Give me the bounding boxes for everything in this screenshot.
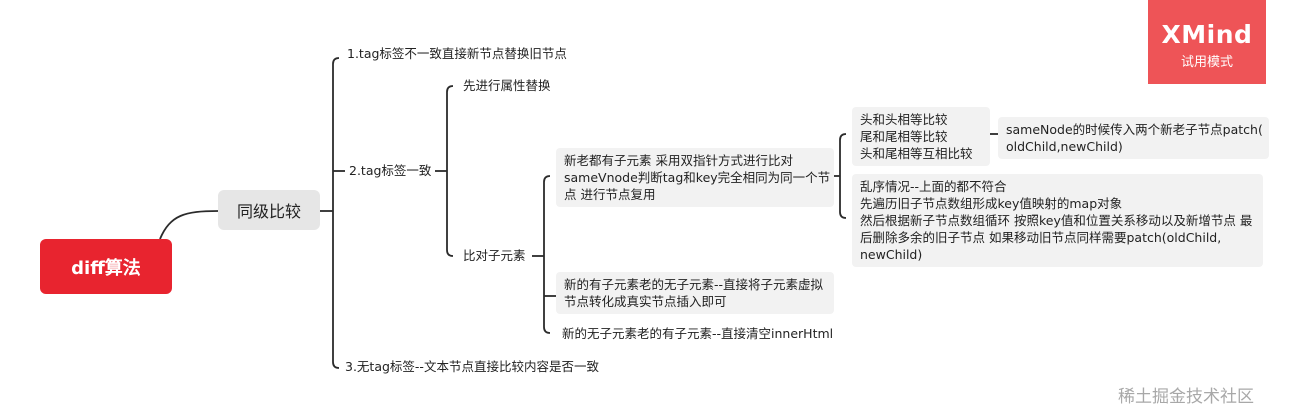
- root-label: diff算法: [71, 257, 141, 279]
- unordered-line-2: 先遍历旧子节点数组形成key值映射的map对象: [860, 196, 1123, 211]
- branch-no-tag[interactable]: 3.无tag标签--文本节点直接比较内容是否一致: [345, 358, 599, 375]
- both-line-3: 点 进行节点复用: [564, 187, 656, 202]
- connector-trunk: [332, 57, 340, 369]
- branch-tag-different-label: 1.tag标签不一致直接新节点替换旧节点: [347, 46, 567, 61]
- new-only-line-1: 新的有子元素老的无子元素--直接将子元素虚拟: [564, 277, 824, 292]
- level1-label: 同级比较: [236, 202, 301, 221]
- head-tail-compare-node[interactable]: 头和头相等比较 尾和尾相等比较 头和尾相等互相比较: [852, 107, 990, 166]
- watermark: 稀土掘金技术社区: [1118, 387, 1254, 407]
- both-have-children-node[interactable]: 新老都有子元素 采用双指针方式进行比对 sameVnode判断tag和key完全…: [556, 148, 834, 207]
- unordered-line-3: 然后根据新子节点数组循环 按照key值和位置关系移动以及新增节点 最: [860, 213, 1253, 228]
- unordered-case-node[interactable]: 乱序情况--上面的都不符合 先遍历旧子节点数组形成key值映射的map对象 然后…: [852, 174, 1263, 267]
- connector-children-trunk: [543, 175, 551, 334]
- same-node-line-2: oldChild,newChild): [1006, 139, 1123, 154]
- both-line-2: sameVnode判断tag和key完全相同为同一个节: [564, 170, 831, 185]
- branch-no-tag-label: 3.无tag标签--文本节点直接比较内容是否一致: [345, 359, 599, 374]
- old-only-children-node[interactable]: 新的无子元素老的有子元素--直接清空innerHtml: [562, 325, 833, 342]
- both-line-1: 新老都有子元素 采用双指针方式进行比对: [564, 153, 793, 168]
- compare-children-node[interactable]: 比对子元素: [463, 247, 526, 264]
- unordered-line-1: 乱序情况--上面的都不符合: [860, 179, 1007, 194]
- head-tail-line-1: 头和头相等比较: [860, 112, 948, 127]
- attr-replace-node[interactable]: 先进行属性替换: [463, 77, 551, 94]
- connector-root-to-level1: [159, 210, 219, 240]
- same-node-line-1: sameNode的时候传入两个新老子节点patch(: [1006, 122, 1263, 137]
- xmind-logo-text: XMind: [1161, 20, 1253, 49]
- connector-double-trunk: [839, 133, 847, 219]
- head-tail-line-3: 头和尾相等互相比较: [860, 146, 973, 161]
- connector-branch2-trunk: [446, 85, 454, 257]
- new-only-line-2: 节点转化成真实节点插入即可: [564, 294, 727, 309]
- same-node-patch-node[interactable]: sameNode的时候传入两个新老子节点patch( oldChild,newC…: [998, 117, 1269, 159]
- branch-tag-different[interactable]: 1.tag标签不一致直接新节点替换旧节点: [347, 45, 567, 62]
- branch-tag-same-label: 2.tag标签一致: [349, 163, 432, 178]
- level1-node[interactable]: 同级比较: [218, 190, 320, 230]
- xmind-trial-badge: XMind 试用模式: [1148, 0, 1266, 84]
- trial-mode-text: 试用模式: [1180, 55, 1233, 70]
- new-only-children-node[interactable]: 新的有子元素老的无子元素--直接将子元素虚拟 节点转化成真实节点插入即可: [556, 272, 834, 314]
- unordered-line-5: newChild): [860, 247, 923, 262]
- root-node[interactable]: diff算法: [40, 239, 172, 294]
- branch-tag-same[interactable]: 2.tag标签一致: [349, 162, 431, 179]
- old-only-label: 新的无子元素老的有子元素--直接清空innerHtml: [562, 326, 834, 341]
- attr-replace-label: 先进行属性替换: [463, 78, 551, 93]
- head-tail-line-2: 尾和尾相等比较: [860, 129, 948, 144]
- compare-children-label: 比对子元素: [463, 248, 526, 263]
- unordered-line-4: 后删除多余的旧子节点 如果移动旧节点同样需要patch(oldChild,: [860, 230, 1222, 245]
